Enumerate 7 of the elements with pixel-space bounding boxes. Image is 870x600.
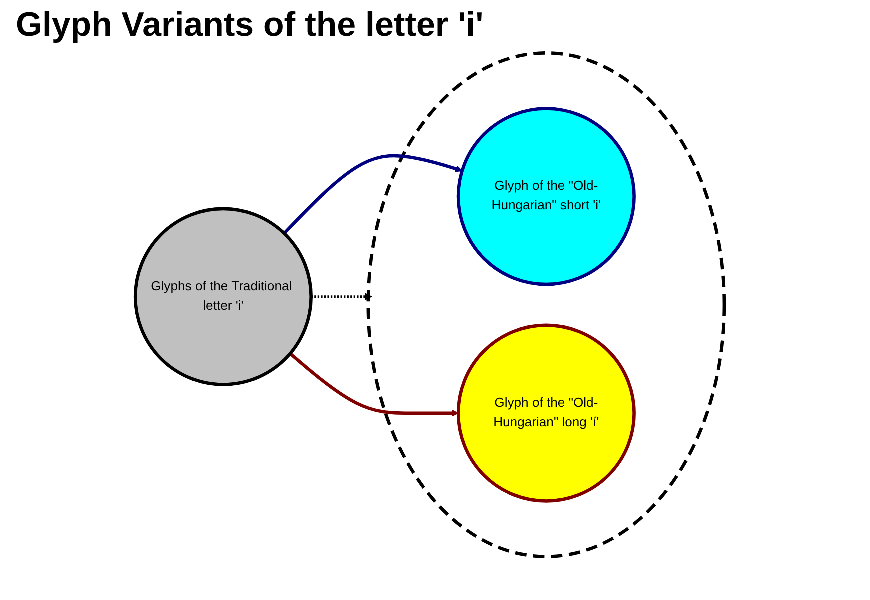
- arrow: [283, 154, 463, 235]
- node-circle: Glyph of the "Old-Hungarian" short 'i': [456, 107, 636, 286]
- arrow: [289, 352, 459, 417]
- node-circle: Glyphs of the Traditional letter 'i': [134, 207, 313, 386]
- node-circle: Glyph of the "Old-Hungarian" long 'í': [456, 324, 636, 503]
- diagram-title: Glyph Variants of the letter 'i': [16, 6, 485, 45]
- cluster: [366, 52, 726, 558]
